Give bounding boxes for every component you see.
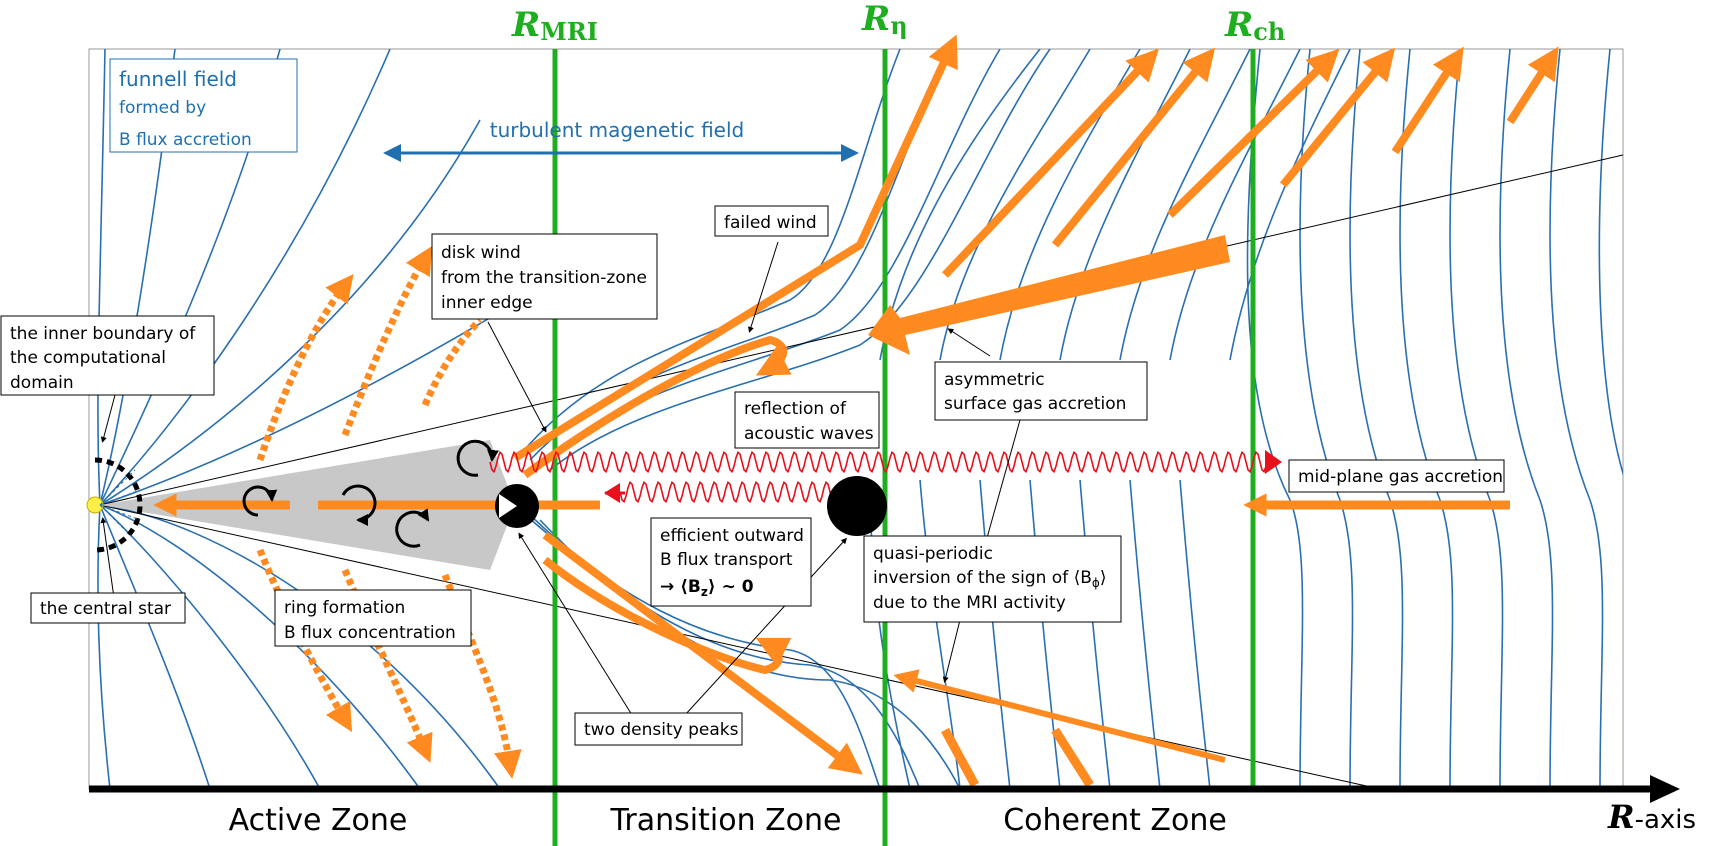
svg-text:asymmetric: asymmetric [944,370,1045,390]
active-disk-wedge [100,440,515,570]
active-zone-dotted-arrows [256,245,522,779]
svg-text:from the transition-zone: from the transition-zone [441,268,647,288]
asymmetric-box: asymmetric surface gas accretion [934,361,1148,421]
acoustic-waves [489,450,1282,504]
coherent-zone-label: Coherent Zone [1003,803,1227,838]
svg-text:acoustic waves: acoustic waves [744,424,874,444]
central-star [86,457,143,553]
r-axis-arrowhead [1650,775,1680,803]
svg-text:the inner boundary of: the inner boundary of [10,324,196,344]
lower-surface-arrow [893,669,1226,763]
r-eta-label: Rη [861,0,908,40]
turbulent-label: turbulent magenetic field [490,118,744,142]
r-mri-label: RMRI [511,5,598,46]
transition-zone-label: Transition Zone [610,803,842,838]
svg-text:failed wind: failed wind [724,213,817,233]
svg-text:efficient outward: efficient outward [660,526,804,546]
svg-text:ring formation: ring formation [284,598,405,618]
svg-text:due to the MRI activity: due to the MRI activity [873,593,1066,613]
svg-text:formed by: formed by [119,98,206,118]
midplane-box: mid-plane gas accretion [1288,459,1505,493]
svg-text:inner edge: inner edge [441,293,533,313]
svg-text:disk wind: disk wind [441,243,521,263]
svg-text:the computational: the computational [10,348,166,368]
efficient-transport-box: efficient outward B flux transport → ⟨Bz… [650,517,812,607]
svg-text:B flux concentration: B flux concentration [284,623,456,643]
mri-eddies [242,439,499,548]
svg-text:funnell field: funnell field [119,67,237,91]
two-density-peaks-box: two density peaks [574,712,743,746]
svg-text:domain: domain [10,373,74,393]
reflection-box: reflection of acoustic waves [734,391,880,449]
failed-wind-box: failed wind [714,205,829,237]
disk-wind-box: disk wind from the transition-zone inner… [431,233,658,320]
central-star-box: the central star [30,592,186,624]
svg-text:inversion of the sign of ⟨Bϕ⟩: inversion of the sign of ⟨Bϕ⟩ [873,568,1106,590]
disk-upper-surface [99,154,1624,506]
inner-boundary-box: the inner boundary of the computational … [0,315,215,396]
callout-pointers [100,241,1021,716]
quasi-periodic-box: quasi-periodic inversion of the sign of … [863,535,1122,623]
svg-text:two density peaks: two density peaks [584,720,739,740]
density-peaks [495,476,887,536]
svg-text:quasi-periodic: quasi-periodic [873,544,993,564]
r-ch-label: Rch [1224,5,1285,46]
svg-text:the central star: the central star [40,599,171,619]
svg-text:B flux accretion: B flux accretion [119,130,252,150]
disk-lower-surface [99,504,1381,790]
svg-text:→ ⟨Bz⟩ ∼ 0: → ⟨Bz⟩ ∼ 0 [660,577,754,599]
active-zone-label: Active Zone [229,803,408,838]
svg-text:mid-plane gas accretion: mid-plane gas accretion [1298,467,1503,487]
coherent-wind-arrows [941,46,1559,788]
svg-text:reflection of: reflection of [744,399,847,419]
ring-formation-box: ring formation B flux concentration [274,589,472,647]
funnel-field-box: funnell field formed by B flux accretion [109,58,298,153]
svg-text:B flux transport: B flux transport [660,550,793,570]
svg-text:surface gas accretion: surface gas accretion [944,394,1126,414]
surface-accretion-arrow [868,235,1230,355]
r-axis-label: R-axis [1607,798,1696,836]
